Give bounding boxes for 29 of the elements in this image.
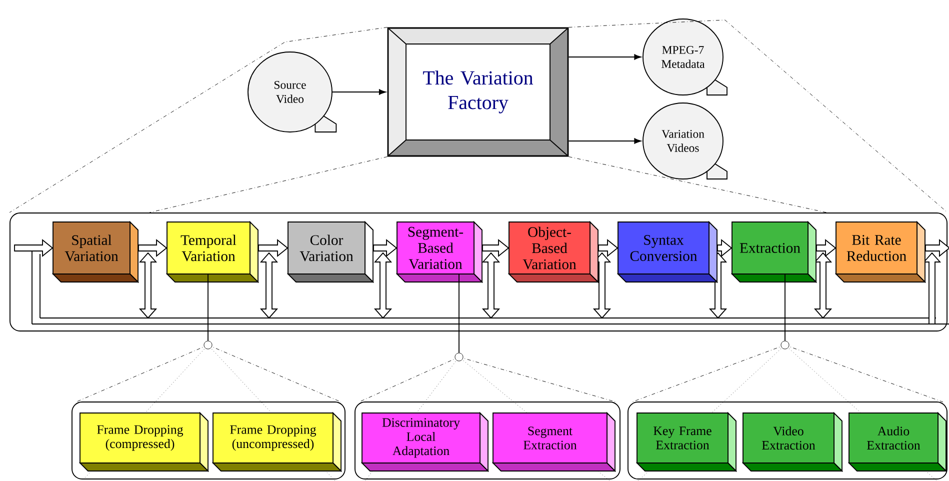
speech-bubble: Variation Videos bbox=[642, 102, 728, 180]
connector bbox=[784, 274, 786, 342]
hollow-arrow bbox=[373, 239, 398, 257]
connector bbox=[568, 54, 642, 60]
junction-circle bbox=[780, 340, 790, 350]
rounded-panel bbox=[72, 402, 346, 480]
hollow-arrow bbox=[138, 239, 168, 257]
hollow-arrow bbox=[258, 239, 288, 257]
junction-circle bbox=[454, 352, 464, 362]
projection-line bbox=[568, 156, 827, 213]
rounded-panel bbox=[10, 212, 948, 332]
hollow-arrow bbox=[717, 239, 732, 257]
hollow-arrow bbox=[14, 239, 54, 257]
hollow-arrow bbox=[925, 239, 949, 257]
speech-bubble: MPEG-7 Metadata bbox=[642, 18, 728, 96]
hollow-arrow bbox=[816, 239, 836, 257]
projection-line bbox=[568, 20, 948, 213]
hollow-arrow bbox=[482, 239, 510, 257]
beveled-frame: The Variation Factory bbox=[387, 27, 569, 157]
rounded-panel bbox=[354, 402, 620, 480]
connector bbox=[568, 138, 642, 144]
connector bbox=[458, 274, 460, 354]
hollow-arrow bbox=[598, 239, 618, 257]
projection-line bbox=[149, 156, 388, 213]
rounded-panel bbox=[628, 402, 948, 480]
connector bbox=[332, 89, 386, 95]
speech-bubble: Source Video bbox=[248, 52, 337, 132]
projection-line bbox=[9, 27, 388, 213]
junction-circle bbox=[204, 340, 212, 350]
